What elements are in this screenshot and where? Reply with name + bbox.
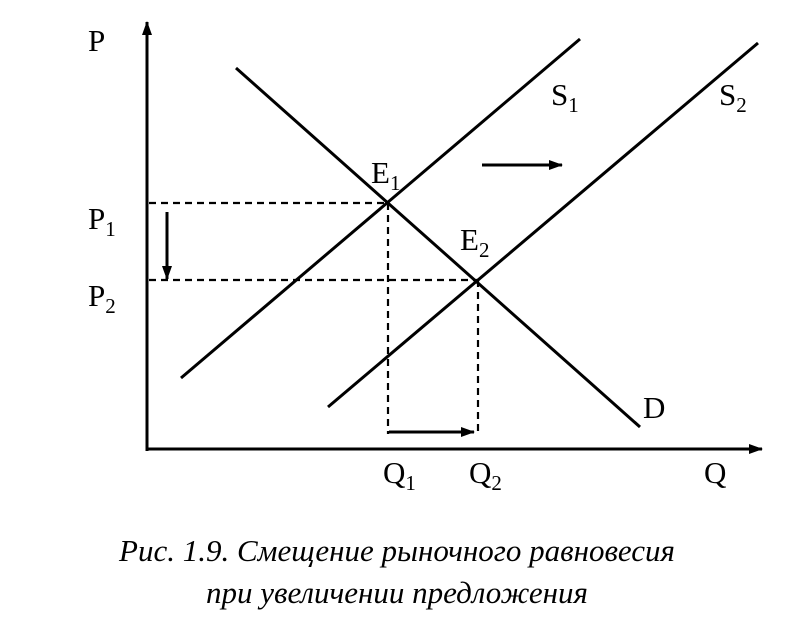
x-axis-label: Q xyxy=(704,455,726,490)
supply-s1-label: S1 xyxy=(551,77,579,117)
supply-s2-label: S2 xyxy=(719,77,747,117)
quantity-q2-label: Q2 xyxy=(469,455,502,495)
figure-caption: Рис. 1.9. Смещение рыночного равновесия … xyxy=(0,530,794,614)
demand-label: D xyxy=(643,390,665,425)
equilibrium-e1-label: E1 xyxy=(371,155,400,195)
quantity-q1-label: Q1 xyxy=(383,455,416,495)
equilibrium-e2-label: E2 xyxy=(460,222,489,262)
supply-curve-s1 xyxy=(180,37,581,380)
price-p2-label: P2 xyxy=(88,278,116,318)
demand-curve xyxy=(235,66,641,429)
supply-curve-s2 xyxy=(327,41,759,409)
price-p1-label: P1 xyxy=(88,201,116,241)
supply-demand-diagram: P Q S1 S2 D E1 E2 P1 P2 Q1 Q2 xyxy=(88,21,763,495)
caption-line-2: при увеличении предложения xyxy=(206,575,588,610)
caption-line-1: Рис. 1.9. Смещение рыночного равновесия xyxy=(119,533,675,568)
y-axis-label: P xyxy=(88,23,105,58)
